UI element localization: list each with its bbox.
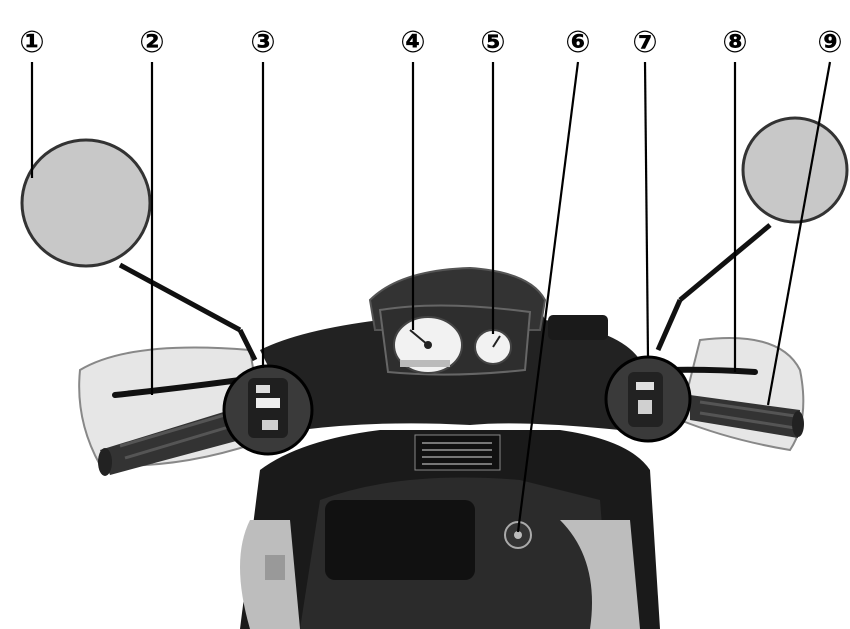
callout-3: ③: [250, 25, 275, 60]
callout-8: ⑧: [722, 25, 747, 60]
callout-5: ⑤: [480, 25, 505, 60]
callout-labels: ① ② ③ ④ ⑤ ⑥ ⑦ ⑧ ⑨: [19, 25, 842, 60]
right-switch-cluster: [606, 357, 690, 441]
callout-4: ④: [400, 25, 425, 60]
callout-9: ⑨: [817, 25, 842, 60]
callout-2: ②: [139, 25, 164, 60]
right-mirror: [658, 118, 847, 350]
info-label: [415, 435, 500, 470]
left-switch-cluster: [224, 366, 312, 454]
left-mirror: [22, 140, 255, 360]
instrument-panel: [380, 305, 530, 374]
callout-1: ①: [19, 25, 44, 60]
callout-7: ⑦: [632, 25, 657, 60]
callout-6: ⑥: [565, 25, 590, 60]
horn-button-housing: [548, 315, 608, 340]
